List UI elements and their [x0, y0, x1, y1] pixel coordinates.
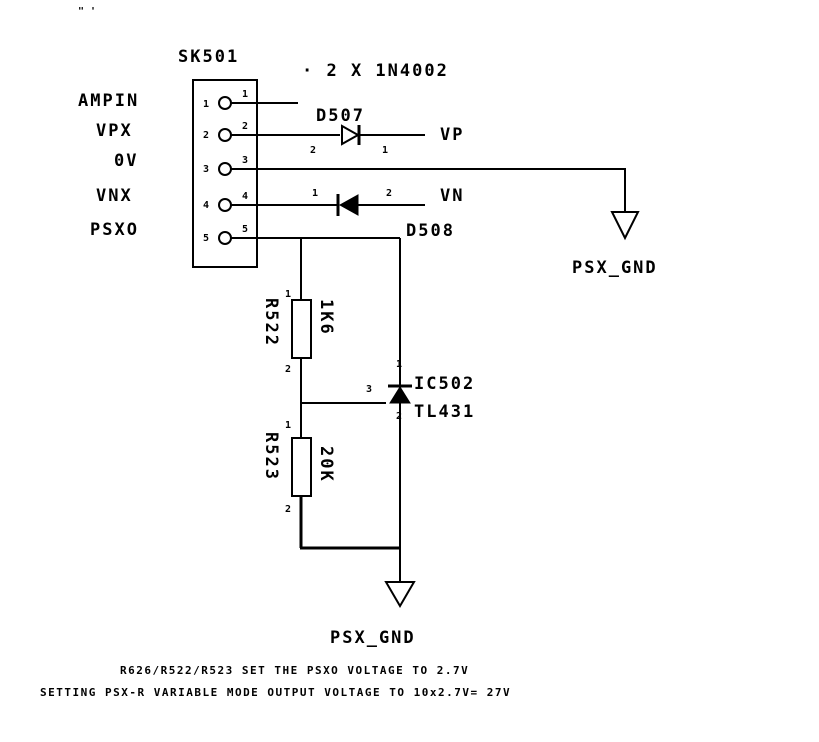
r522-pin-bottom: 2	[285, 364, 291, 375]
connector-name: SK501	[178, 47, 239, 67]
ground-label-1: PSX_GND	[572, 258, 658, 278]
pin-num-4: 4	[203, 200, 209, 211]
d507-pin-left: 2	[310, 145, 316, 156]
note-line-1: R626/R522/R523 SET THE PSXO VOLTAGE TO 2…	[120, 664, 469, 677]
pin-label-vpx: VPX	[96, 121, 133, 141]
ground-symbol-2	[384, 581, 416, 608]
pin-side-2: 2	[242, 121, 248, 132]
pin-num-3: 3	[203, 164, 209, 175]
ic502-pin-a: 2	[396, 411, 402, 422]
ic502-triangle	[389, 386, 411, 404]
pin-circle-2	[218, 128, 232, 142]
r522-pin-top: 1	[285, 289, 291, 300]
d508-ref: D508	[406, 221, 455, 241]
net-vp: VP	[440, 125, 464, 145]
ground-label-2: PSX_GND	[330, 628, 416, 648]
pin-side-3: 3	[242, 155, 248, 166]
d508-pin-right: 2	[386, 188, 392, 199]
r522-value: 1K6	[316, 299, 336, 336]
stray-mark: " '	[78, 6, 96, 17]
ic502-pin-k: 1	[396, 359, 402, 370]
pin-circle-4	[218, 198, 232, 212]
r522-ref: R522	[261, 298, 281, 347]
ic502-part: TL431	[414, 402, 475, 422]
d507-ref: D507	[316, 106, 365, 126]
diode-spec: · 2 X 1N4002	[302, 61, 449, 81]
ic502-ref: IC502	[414, 374, 475, 394]
connector-body	[192, 79, 258, 268]
wire-0v	[231, 168, 626, 212]
r522-body	[291, 299, 312, 359]
wires	[231, 102, 626, 582]
pin-num-2: 2	[203, 130, 209, 141]
pin-num-5: 5	[203, 233, 209, 244]
d507-triangle	[341, 124, 361, 146]
diode-d507: D507 2 1 VP	[310, 106, 464, 156]
resistor-r522: 1 2 R522 1K6	[261, 289, 336, 375]
r523-ref: R523	[261, 432, 281, 481]
ground-psx-gnd-1: PSX_GND	[572, 211, 658, 278]
pin-label-psxo: PSXO	[90, 220, 139, 240]
note-line-2: SETTING PSX-R VARIABLE MODE OUTPUT VOLTA…	[40, 686, 511, 699]
diode-d508: 1 2 VN D508	[312, 186, 464, 241]
pin-label-0v: 0V	[114, 151, 138, 171]
pin-circle-5	[218, 231, 232, 245]
pin-num-1: 1	[203, 99, 209, 110]
pin-side-4: 4	[242, 191, 248, 202]
r523-pin-bottom: 2	[285, 504, 291, 515]
ic502-pin-ref: 3	[366, 384, 372, 395]
r523-value: 20K	[316, 446, 336, 483]
d508-triangle	[338, 194, 359, 216]
pin-circle-3	[218, 162, 232, 176]
resistor-r523: 1 2 R523 20K	[261, 420, 336, 515]
pin-circle-1	[218, 96, 232, 110]
pin-side-5: 5	[242, 224, 248, 235]
net-vn: VN	[440, 186, 464, 206]
connector-sk501: SK501 AMPIN VPX 0V VNX PSXO 1 2 3 4 5 1 …	[78, 47, 258, 268]
pin-label-ampin: AMPIN	[78, 91, 139, 111]
d508-pin-left: 1	[312, 188, 318, 199]
pin-side-1: 1	[242, 89, 248, 100]
ic502-tl431: 1 3 2 IC502 TL431	[366, 359, 475, 422]
ground-symbol-1	[610, 211, 640, 241]
r523-pin-top: 1	[285, 420, 291, 431]
ground-psx-gnd-2: PSX_GND	[330, 581, 416, 648]
pin-label-vnx: VNX	[96, 186, 133, 206]
d507-pin-right: 1	[382, 145, 388, 156]
r523-body	[291, 437, 312, 497]
